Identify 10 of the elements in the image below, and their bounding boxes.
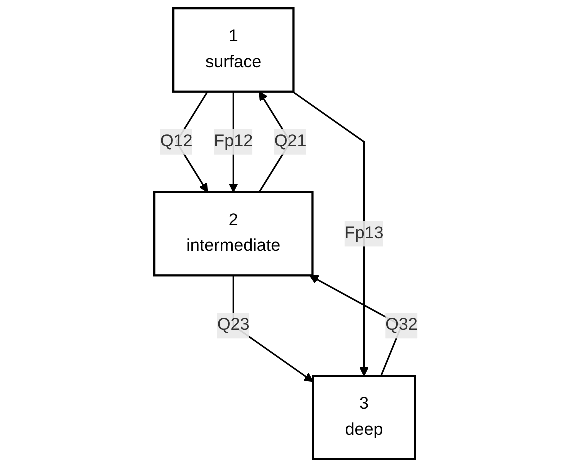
- edge-label: Q21: [274, 132, 307, 151]
- arrow: [292, 91, 369, 377]
- edge-label: Q32: [385, 316, 418, 334]
- node-box: 3 deep: [312, 375, 416, 460]
- edge-label: Q12: [160, 132, 193, 151]
- node-box: 1 surface: [172, 8, 295, 93]
- node-box: 2 intermediate: [153, 191, 314, 277]
- edge-label: Fp13: [344, 224, 384, 243]
- edge-label: Q23: [217, 316, 250, 334]
- edge-label: Fp12: [214, 132, 253, 151]
